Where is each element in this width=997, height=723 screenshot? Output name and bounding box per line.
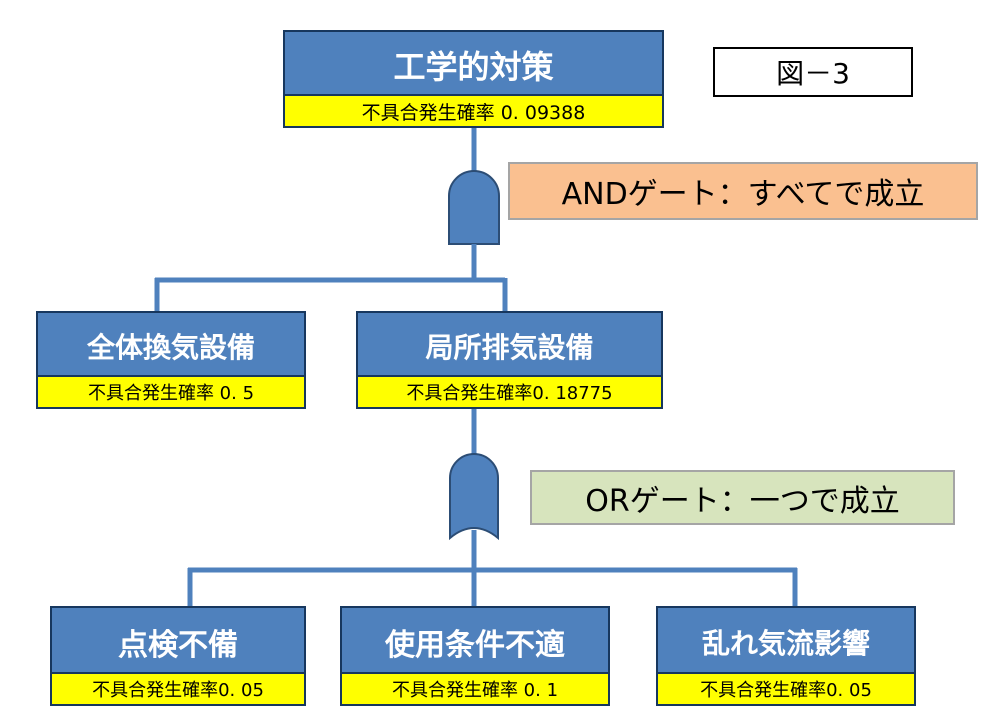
or-gate-icon	[449, 453, 499, 541]
and-gate-icon	[448, 170, 500, 245]
or-gate-label: ORゲート：一つで成立	[530, 470, 955, 525]
node-local-exhaust: 局所排気設備 不具合発生確率0. 18775	[356, 311, 663, 409]
node-probability: 不具合発生確率 0. 09388	[285, 94, 662, 126]
node-probability: 不具合発生確率0. 05	[658, 672, 914, 704]
node-title: 点検不備	[118, 628, 238, 663]
node-top-engineering-measures: 工学的対策 不具合発生確率 0. 09388	[283, 30, 664, 128]
figure-label: 図－3	[713, 47, 913, 97]
node-usage-conditions: 使用条件不適 不具合発生確率 0. 1	[340, 606, 610, 706]
node-general-ventilation: 全体換気設備 不具合発生確率 0. 5	[36, 311, 306, 409]
node-title: 使用条件不適	[385, 628, 565, 663]
node-turbulent-airflow: 乱れ気流影響 不具合発生確率0. 05	[656, 606, 916, 706]
node-title: 局所排気設備	[425, 331, 594, 364]
node-probability: 不具合発生確率 0. 5	[38, 375, 304, 407]
and-gate-label: ANDゲート：すべてで成立	[508, 162, 978, 220]
node-probability: 不具合発生確率0. 05	[52, 672, 304, 704]
node-inspection-deficiency: 点検不備 不具合発生確率0. 05	[50, 606, 306, 706]
node-probability: 不具合発生確率0. 18775	[358, 375, 661, 407]
node-title: 全体換気設備	[86, 331, 255, 364]
node-title: 工学的対策	[393, 48, 554, 86]
node-probability: 不具合発生確率 0. 1	[342, 672, 608, 704]
node-title: 乱れ気流影響	[701, 627, 870, 660]
